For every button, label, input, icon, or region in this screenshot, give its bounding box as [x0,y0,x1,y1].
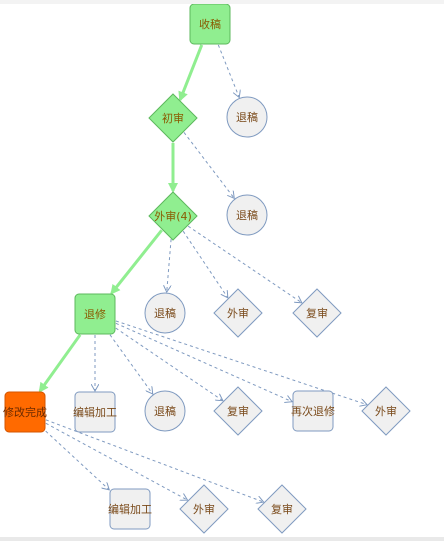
node-shape [4,391,46,433]
node-shape [148,191,198,241]
node-label: 退修 [84,307,106,321]
edge-n1-n3 [178,44,204,102]
node-label: 编辑加工 [108,502,152,516]
node-label: 退稿 [236,110,258,124]
node-label: 编辑加工 [73,405,117,419]
node-label: 复审 [227,404,249,418]
node-shape [226,194,268,236]
node-shape [109,488,151,530]
edge-n5-n7 [182,230,228,298]
node-label: 外审 [193,502,215,516]
edge-n10-n16 [45,430,110,490]
node-label: 修改完成 [3,405,47,419]
node-label: 退稿 [236,208,258,222]
edge-n10-n18 [45,419,264,502]
node-label: 退稿 [154,306,176,320]
edge-n5-n6 [167,239,172,292]
node-diamond-n18[interactable]: 复审 [257,484,307,534]
edge-n9-n12 [109,334,153,394]
node-rect-n9[interactable]: 退修 [74,293,116,335]
node-shape [179,484,229,534]
node-rect-n11[interactable]: 编辑加工 [73,391,117,433]
node-rect-n14[interactable]: 再次退修 [291,390,335,432]
edge-n9-n10 [38,333,82,393]
node-shape [226,96,268,138]
node-shape [292,390,334,432]
node-label: 外审 [375,404,397,418]
node-shape [144,390,186,432]
nodes-layer: 收稿退稿初审退稿外审(4)退稿外审复审退修修改完成编辑加工退稿复审再次退修外审编… [3,3,411,534]
node-diamond-n3[interactable]: 初审 [148,93,198,143]
node-circle-n2[interactable]: 退稿 [226,96,268,138]
node-diamond-n13[interactable]: 复审 [213,386,263,436]
node-label: 再次退修 [291,404,335,418]
node-label: 复审 [306,306,328,320]
node-rect-n16[interactable]: 编辑加工 [108,488,152,530]
node-label: 收稿 [199,17,221,31]
node-diamond-n7[interactable]: 外审 [213,288,263,338]
edge-n10-n17 [45,422,188,500]
node-shape [213,288,263,338]
node-diamond-n15[interactable]: 外审 [361,386,411,436]
node-shape [144,292,186,334]
node-diamond-n8[interactable]: 复审 [292,288,342,338]
node-shape [74,391,116,433]
node-label: 外审(4) [154,209,192,223]
edge-n5-n8 [187,225,302,303]
node-shape [148,93,198,143]
node-diamond-n17[interactable]: 外审 [179,484,229,534]
edges-layer [38,44,367,502]
top-border [0,0,444,4]
node-label: 复审 [271,502,293,516]
node-shape [361,386,411,436]
node-circle-n6[interactable]: 退稿 [144,292,186,334]
node-shape [257,484,307,534]
node-label: 初审 [162,111,184,125]
node-shape [189,3,231,45]
edge-n1-n2 [217,44,239,98]
edge-n9-n15 [115,320,367,405]
node-rect-n10[interactable]: 修改完成 [3,391,47,433]
node-label: 外审 [227,306,249,320]
node-circle-n12[interactable]: 退稿 [144,390,186,432]
node-shape [74,293,116,335]
edge-n5-n9 [110,229,163,295]
edge-n9-n14 [115,322,292,401]
node-rect-n1[interactable]: 收稿 [189,3,231,45]
node-circle-n4[interactable]: 退稿 [226,194,268,236]
edge-n3-n4 [183,132,234,198]
node-shape [213,386,263,436]
bottom-border [0,537,444,541]
node-shape [292,288,342,338]
node-label: 退稿 [154,404,176,418]
node-diamond-n5[interactable]: 外审(4) [148,191,198,241]
